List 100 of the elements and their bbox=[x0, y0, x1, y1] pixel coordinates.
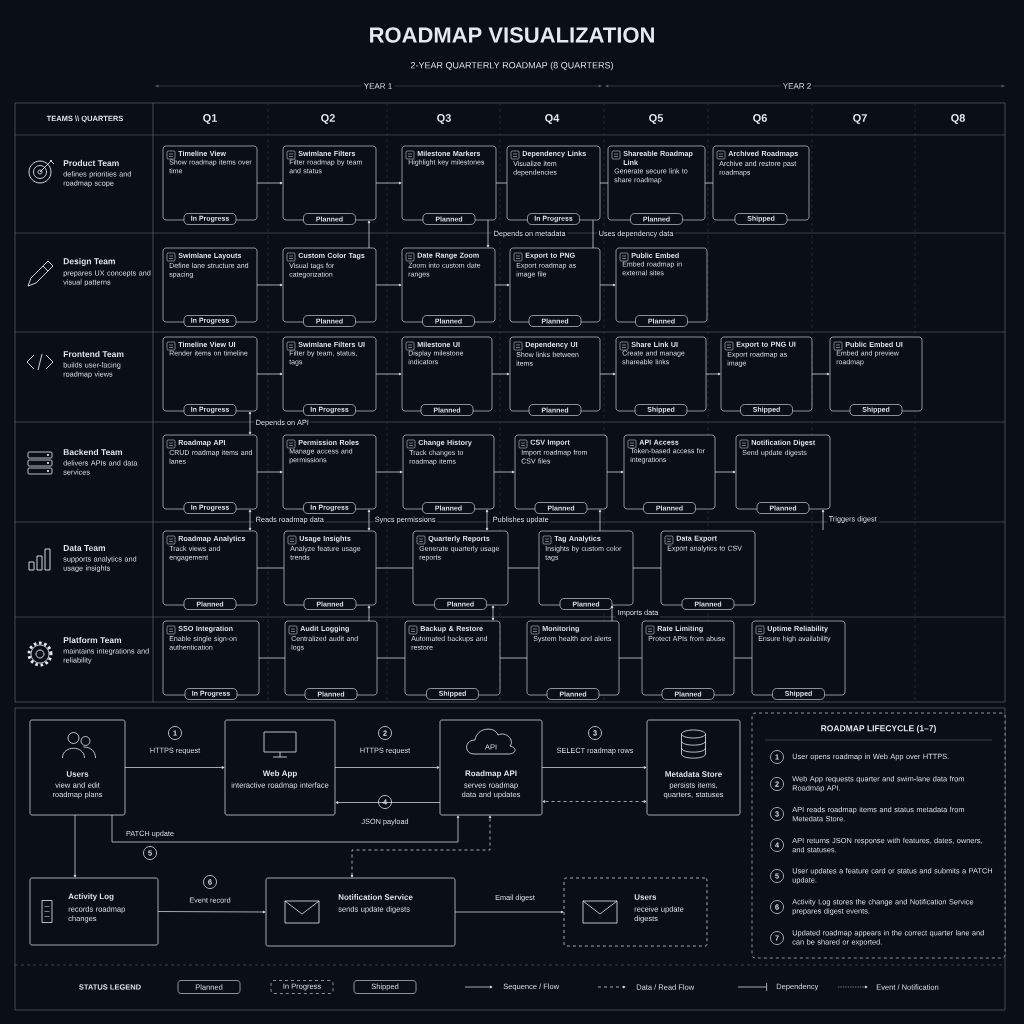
feature-card bbox=[506, 145, 601, 225]
service-box bbox=[29, 877, 159, 946]
feature-card bbox=[514, 434, 608, 514]
service-box bbox=[646, 719, 741, 816]
feature-card bbox=[162, 434, 258, 514]
service-box bbox=[563, 877, 708, 947]
feature-card bbox=[526, 620, 620, 700]
arrow bbox=[111, 814, 460, 843]
arrow bbox=[493, 470, 515, 474]
feature-card bbox=[829, 336, 923, 416]
service-box bbox=[29, 719, 126, 816]
feature-card bbox=[509, 247, 601, 327]
arrow bbox=[599, 283, 616, 287]
connector-line bbox=[733, 657, 753, 659]
arrow bbox=[542, 800, 647, 803]
arrow bbox=[705, 372, 721, 376]
feature-card bbox=[162, 336, 258, 416]
arrow bbox=[248, 411, 252, 435]
connector-line bbox=[256, 567, 285, 569]
connector-line bbox=[507, 567, 540, 569]
connector-line bbox=[258, 657, 286, 659]
arrow bbox=[485, 509, 489, 531]
connector-line bbox=[375, 567, 414, 569]
quarter-label: Q8 bbox=[951, 114, 965, 124]
arrow bbox=[367, 509, 371, 531]
arrow bbox=[610, 605, 614, 622]
arrow bbox=[256, 372, 283, 376]
arrow bbox=[334, 766, 440, 769]
arrow bbox=[486, 219, 490, 248]
arrow bbox=[714, 470, 736, 474]
connector-line bbox=[618, 657, 643, 659]
node-title: Roadmap API bbox=[465, 770, 517, 778]
feature-card bbox=[162, 530, 258, 610]
connector-line bbox=[499, 657, 528, 659]
connector-line bbox=[592, 219, 594, 249]
feature-card bbox=[720, 336, 813, 416]
arrow bbox=[367, 220, 371, 249]
feature-card bbox=[751, 620, 846, 700]
arrow bbox=[454, 910, 564, 914]
quarter-label: Q1 bbox=[203, 114, 218, 124]
arrow bbox=[256, 181, 283, 185]
arrow bbox=[350, 815, 492, 878]
feature-card bbox=[623, 434, 716, 514]
arrow bbox=[256, 470, 283, 474]
service-box bbox=[224, 719, 336, 816]
feature-card bbox=[412, 530, 509, 610]
connector-line bbox=[599, 182, 609, 184]
arrow bbox=[375, 181, 402, 185]
team-name: Product Team bbox=[63, 159, 119, 167]
quarter-label: Q4 bbox=[545, 114, 560, 124]
feature-card bbox=[401, 247, 496, 327]
arrow bbox=[335, 801, 441, 804]
feature-card bbox=[283, 530, 377, 610]
panel-title: ROADMAP LIFECYCLE (1–7) bbox=[821, 725, 936, 733]
year-label: YEAR 1 bbox=[361, 81, 395, 91]
team-name: Data Team bbox=[63, 545, 106, 551]
quarter-label: Q3 bbox=[437, 114, 451, 124]
quarter-label: Q7 bbox=[853, 114, 867, 124]
arrow bbox=[375, 283, 402, 287]
lifecycle-panel bbox=[751, 712, 1006, 959]
feature-card bbox=[402, 434, 495, 514]
arrow bbox=[606, 470, 624, 474]
feature-card bbox=[162, 145, 258, 225]
connector-line bbox=[704, 182, 714, 184]
node-title: Users bbox=[66, 771, 89, 777]
feature-card bbox=[162, 247, 258, 327]
arrow bbox=[491, 372, 510, 376]
feature-card bbox=[404, 620, 501, 700]
subtitle: 2-YEAR QUARTERLY ROADMAP (8 QUARTERS) bbox=[410, 61, 613, 71]
arrow bbox=[73, 814, 77, 878]
feature-card bbox=[538, 530, 634, 610]
feature-card bbox=[509, 336, 601, 416]
arrow bbox=[599, 372, 616, 376]
node-title: Activity Log bbox=[68, 893, 114, 901]
arrow bbox=[375, 470, 403, 474]
feature-card bbox=[401, 336, 493, 416]
feature-card bbox=[282, 336, 377, 416]
arrow bbox=[375, 372, 402, 376]
connector-line bbox=[376, 657, 406, 659]
feature-card bbox=[712, 145, 810, 225]
node-title: Notification Service bbox=[338, 894, 413, 900]
arrow bbox=[124, 766, 225, 769]
node-title: Web App bbox=[262, 770, 297, 778]
team-name: Design Team bbox=[63, 258, 115, 266]
feature-card bbox=[615, 247, 708, 327]
feature-card bbox=[660, 530, 756, 610]
feature-card bbox=[735, 434, 831, 514]
team-name: Frontend Team bbox=[63, 350, 124, 358]
connector-line bbox=[495, 182, 508, 184]
arrow bbox=[256, 283, 283, 287]
feature-card bbox=[401, 145, 497, 225]
feature-card bbox=[615, 336, 707, 416]
service-box bbox=[439, 719, 543, 816]
team-name: Platform Team bbox=[63, 636, 122, 644]
arrow bbox=[821, 509, 825, 531]
feature-card bbox=[641, 620, 735, 700]
arrow bbox=[367, 605, 371, 622]
year-label: YEAR 2 bbox=[780, 81, 814, 91]
connector-line bbox=[632, 567, 662, 569]
node-title: Metadata Store bbox=[665, 771, 722, 777]
